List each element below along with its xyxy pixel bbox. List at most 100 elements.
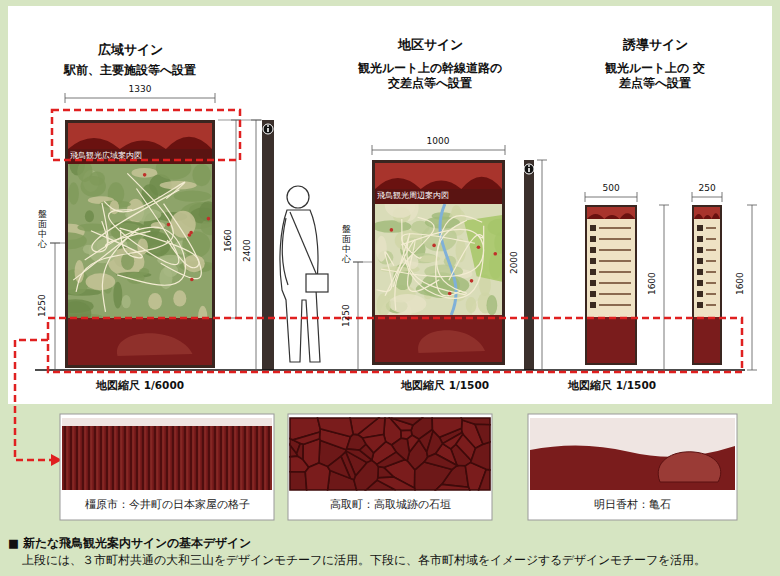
dimension: 2400 [241, 239, 252, 262]
guide-icon [697, 291, 703, 297]
stone-wall-motif [293, 432, 320, 444]
sign-frame [372, 160, 505, 365]
dimension-tick [353, 370, 363, 371]
dimension-tick [692, 192, 693, 202]
lattice-highlight [121, 426, 122, 490]
map-road [161, 204, 202, 279]
guide-line [706, 238, 716, 240]
map-spot [432, 244, 436, 248]
lattice-bar [124, 426, 127, 490]
sign-frame [692, 205, 722, 365]
panel-top [530, 418, 735, 490]
guide-line [599, 249, 631, 251]
lattice-bar [64, 426, 67, 490]
info-symbol [263, 124, 273, 134]
guide-icon [697, 302, 703, 308]
dimension-tick [659, 205, 669, 206]
stone-wall-motif [436, 484, 470, 490]
lattice-highlight [223, 426, 224, 490]
lattice-highlight [241, 426, 242, 490]
guide-icon [697, 225, 703, 231]
guide-icon [697, 280, 703, 286]
lattice-bar [190, 426, 193, 490]
info-symbol-dot [267, 125, 269, 127]
lattice-bar [184, 426, 187, 490]
lattice-highlight [91, 426, 92, 490]
lattice-bar [202, 426, 205, 490]
guide-line [599, 227, 631, 229]
lattice-bar [220, 426, 223, 490]
dimension-line [358, 262, 359, 370]
extension-line [50, 243, 65, 244]
map-terrain [198, 306, 207, 318]
dimension-tick [65, 93, 66, 103]
lattice-bar [232, 426, 235, 490]
lattice-bar [172, 426, 175, 490]
dimension-line [542, 160, 543, 370]
lattice-highlight [175, 426, 176, 490]
info-symbol-stem [528, 168, 530, 172]
map-spot [493, 252, 497, 256]
dimension-tick [215, 93, 216, 103]
lattice-bar [196, 426, 199, 490]
lattice-highlight [271, 426, 272, 490]
stone-wall-motif [328, 456, 351, 478]
highlight-arrow [15, 340, 52, 460]
map-terrain [466, 297, 477, 313]
lattice-bar [238, 426, 241, 490]
header-band [375, 163, 502, 189]
stone-wall-motif [350, 418, 378, 435]
dimension: 1600 [734, 272, 745, 295]
guide-icon [697, 247, 703, 253]
stone-wall-motif [318, 418, 354, 437]
lattice-bar [112, 426, 115, 490]
lattice-bar [208, 426, 211, 490]
lattice-bar [76, 426, 79, 490]
guide-icon [590, 236, 596, 242]
panel-caption: 高取町：高取城跡の石垣 [288, 498, 492, 511]
lattice-highlight [67, 426, 68, 490]
lattice-highlight [151, 426, 152, 490]
guide-body [694, 219, 720, 317]
map-terrain [139, 268, 149, 275]
dimension: 1600 [646, 272, 657, 295]
lattice-highlight [217, 426, 218, 490]
lattice-highlight [193, 426, 194, 490]
guide-line [599, 271, 631, 273]
map-road [436, 220, 466, 293]
map-road [436, 216, 482, 296]
placement-note: 駅前、主要施設等へ設置 [64, 63, 196, 78]
guide-icon [590, 269, 596, 275]
lattice-bar [118, 426, 121, 490]
sign-heading: 広域サイン [98, 42, 163, 58]
highlight-frame [48, 318, 742, 372]
dimension: 1330 [129, 84, 152, 95]
dimension-tick [505, 145, 506, 155]
guide-icon [590, 247, 596, 253]
lattice-bar [100, 426, 103, 490]
lattice-highlight [181, 426, 182, 490]
yamato-sanzan-motif [375, 177, 502, 189]
placement-note: 観光ルート上の幹線道路の 交差点等へ設置 [350, 61, 510, 91]
lattice-highlight [247, 426, 248, 490]
lattice-bar [154, 426, 157, 490]
dimension-tick [537, 160, 547, 161]
bottom-band [694, 317, 720, 363]
sign-panel: 飛鳥観光周辺案内図 [372, 160, 505, 365]
lattice-bar [82, 426, 85, 490]
guide-icon [590, 302, 596, 308]
person-arm [282, 218, 288, 285]
guide-icon [697, 258, 703, 264]
stone-wall-motif [391, 418, 422, 425]
lattice-bar [166, 426, 169, 490]
map-terrain [173, 290, 186, 306]
guide-icon [590, 258, 596, 264]
map-spot [390, 228, 394, 232]
dimension-tick [637, 192, 638, 202]
dimension-line [585, 197, 637, 198]
panel-frame [528, 414, 737, 520]
lattice-bar [94, 426, 97, 490]
dimension-line [65, 98, 215, 99]
map-road [76, 173, 173, 291]
